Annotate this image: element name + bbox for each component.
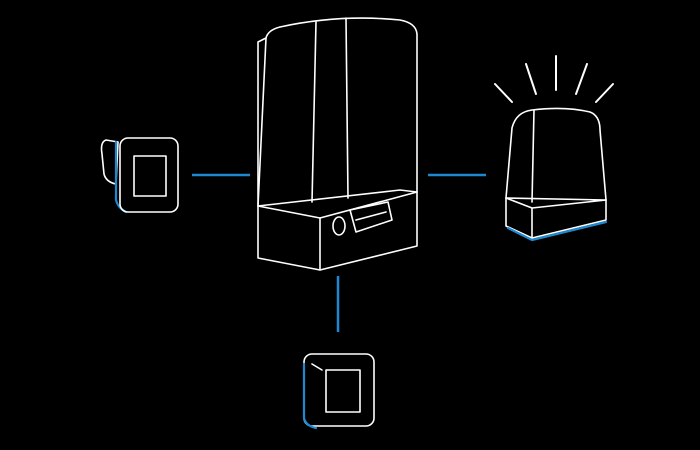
photocell-icon bbox=[100, 137, 179, 214]
connectors bbox=[192, 173, 486, 332]
flashing-beacon-icon bbox=[494, 55, 614, 242]
light-rays bbox=[494, 55, 614, 103]
photocell-icon bbox=[302, 353, 375, 430]
motor-housing-icon bbox=[257, 17, 418, 271]
